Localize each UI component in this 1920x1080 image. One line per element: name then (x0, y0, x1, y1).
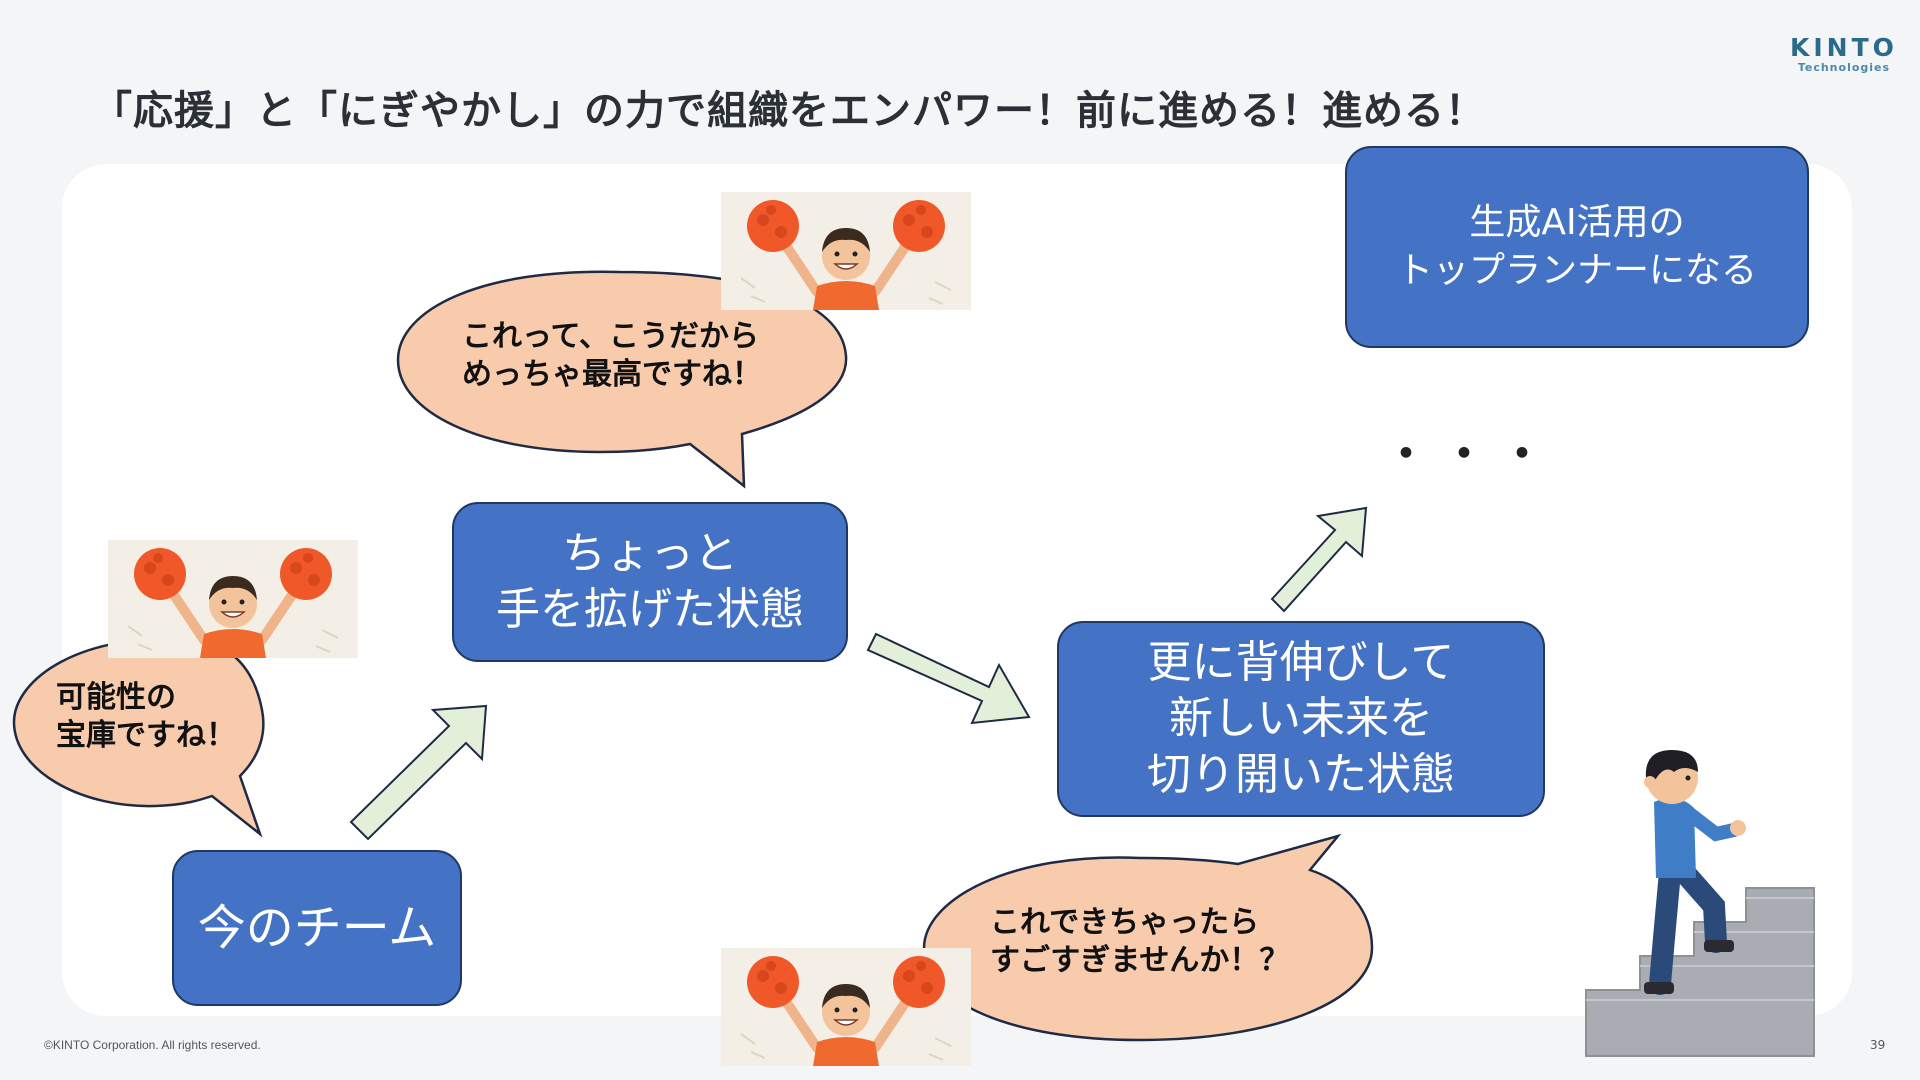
box-goal-line-1: 生成AI活用の (1469, 202, 1685, 243)
box-goal-line-2: トップランナーになる (1396, 250, 1757, 291)
cheerleader-icon (721, 948, 971, 1066)
slide-title: 「応援」と「にぎやかし」の力で組織をエンパワー！前に進める！進める！ (92, 88, 1486, 134)
box-new-future-line-2: 新しい未来を (1169, 693, 1433, 744)
bubble-amazing-line-1: これできちゃったら (990, 905, 1260, 940)
bubble-awesome-text: これって、こうだから めっちゃ最高ですね！ (462, 318, 762, 394)
cheerleader-icon (721, 192, 971, 310)
person-climbing-stairs-icon (1585, 750, 1815, 1057)
kinto-logo: KINTO Technologies (1790, 34, 1898, 74)
ellipsis: ・・・ (1384, 429, 1558, 480)
bubble-potential-line-2: 宝庫ですね！ (56, 718, 236, 753)
logo-wordmark: KINTO (1790, 33, 1898, 62)
box-slightly-expanded-line-2: 手を拡げた状態 (496, 584, 804, 635)
logo-subtitle: Technologies (1797, 61, 1891, 74)
bubble-potential-text: 可能性の 宝庫ですね！ (56, 679, 236, 755)
page-number: 39 (1870, 1038, 1886, 1052)
box-slightly-expanded-line-1: ちょっと (562, 528, 738, 579)
box-slightly-expanded: ちょっと 手を拡げた状態 (452, 502, 848, 662)
bubble-amazing-text: これできちゃったら すごすぎませんか！？ (990, 904, 1289, 980)
cheerleader-icon (108, 540, 358, 658)
box-new-future-line-3: 切り開いた状態 (1147, 749, 1455, 800)
copyright: ©KINTO Corporation. All rights reserved. (44, 1038, 261, 1052)
box-new-future: 更に背伸びして 新しい未来を 切り開いた状態 (1057, 621, 1545, 817)
bubble-awesome-line-2: めっちゃ最高ですね！ (462, 357, 762, 392)
box-goal: 生成AI活用の トップランナーになる (1345, 146, 1809, 348)
bubble-potential-line-1: 可能性の (56, 680, 176, 715)
box-new-future-line-1: 更に背伸びして (1147, 637, 1455, 688)
box-current-team-line-1: 今のチーム (197, 900, 437, 956)
bubble-amazing-line-2: すごすぎませんか！？ (990, 943, 1290, 978)
bubble-awesome-line-1: これって、こうだから (462, 319, 759, 354)
box-current-team: 今のチーム (172, 850, 462, 1006)
